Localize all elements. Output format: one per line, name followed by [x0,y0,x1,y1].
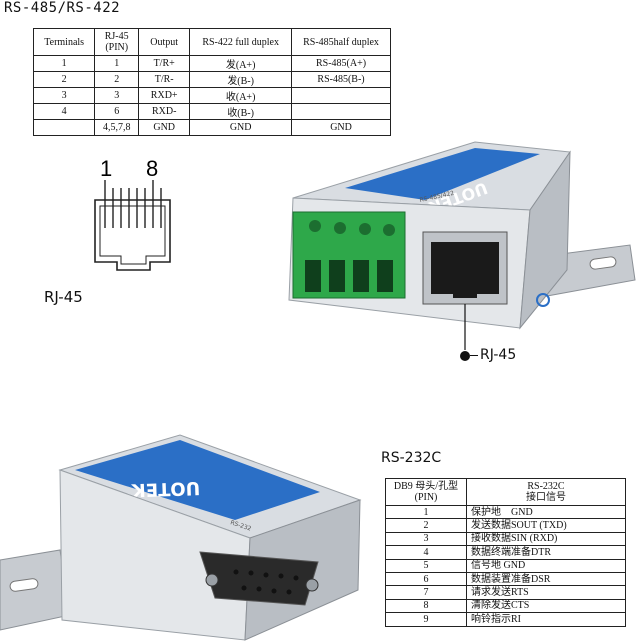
table-cell: 4,5,7,8 [94,119,140,136]
jack-outline [94,199,171,271]
table-cell: T/R- [138,71,191,88]
pin-number-cell: 9 [385,612,467,627]
db9-screw-left [205,573,219,587]
header-rs422: RS-422 full duplex [189,28,293,56]
db9-pins [233,569,299,595]
header-rj45-pin: RJ-45 (PIN) [94,28,140,56]
flange-slot [589,256,617,270]
pin-number-cell: 2 [385,518,467,533]
rj45-connector-diagram: 1 8 [94,158,171,271]
table-cell: 发(B-) [189,71,293,88]
header-terminals: Terminals [32,28,96,56]
table-cell: GND [291,119,391,136]
pin-last-label: 8 [146,158,158,181]
terminal-slots [305,260,393,292]
rs232-converter-device: UOTEK RS-232 [0,434,362,641]
rs485-converter-device: UOTEK RS-485/422 [288,141,636,350]
header-db9-pin: DB9 母头/孔型 (PIN) [385,478,467,506]
pin-number-cell: 1 [385,504,467,520]
table-cell: GND [189,119,293,136]
signal-cell: 数据终端准备DTR [466,545,626,560]
flange-slot [9,578,39,592]
table-cell [291,87,391,104]
pin-number-cell: 7 [385,585,467,600]
header-rs232-signal: RS-232C 接口信号 [466,478,626,506]
mounting-flange-left [0,549,71,631]
pin-number-cell: 4 [385,545,467,560]
pin-first-label: 1 [100,158,112,181]
signal-cell: 数据装置准备DSR [466,571,626,587]
table-cell: RS-485(A+) [291,55,391,72]
rj45-port-opening[interactable] [431,242,499,294]
signal-cell: 请求发送RTS [466,585,626,600]
table-cell: 收(B-) [189,103,293,120]
header-rs485: RS-485half duplex [291,28,391,56]
rj45-pointer-tick [470,355,478,356]
signal-cell: 响铃指示RI [466,612,626,627]
signal-cell: 接收数据SIN (RXD) [466,531,626,547]
pin-number-cell: 5 [385,558,467,573]
mounting-hole [536,293,550,307]
table-cell: 6 [94,103,140,120]
table-cell: GND [138,119,191,136]
table-header-row: Terminals RJ-45 (PIN) Output RS-422 full… [32,28,391,56]
signal-cell: 清除发送CTS [466,598,626,614]
table-cell: RS-485(B-) [291,71,391,88]
table-cell: 2 [32,71,96,88]
db9-screw-right [305,578,319,592]
device-side-face [519,150,571,330]
rs485-pin-table: Terminals RJ-45 (PIN) Output RS-422 full… [32,28,391,136]
rj45-pointer-dot [460,351,470,361]
blue-label-panel [75,440,320,520]
table-header-row: DB9 母头/孔型 (PIN) RS-232C 接口信号 [385,478,626,506]
signal-cell: 发送数据SOUT (TXD) [466,518,626,533]
table-cell: 4 [32,103,96,120]
table-cell: 发(A+) [189,55,293,72]
table-cell: 收(A+) [189,87,293,104]
table-cell: 3 [32,87,96,104]
table-cell: RXD+ [138,87,191,104]
rj45-port-latch [453,288,477,298]
blue-label-panel [345,148,540,200]
signal-cell: 信号地 GND [466,558,626,573]
table-cell [32,119,96,136]
rj45-caption: RJ-45 [44,288,83,306]
table-cell: T/R+ [138,55,191,72]
header-output: Output [138,28,191,56]
terminal-screws [309,220,395,236]
table-cell: 1 [94,55,140,72]
table-cell [291,103,391,120]
pin-number-cell: 6 [385,571,467,587]
rs485-title: RS-485/RS-422 [4,0,121,16]
table-cell: 1 [32,55,96,72]
pin-lines [104,180,162,228]
pin-number-cell: 3 [385,531,467,547]
rs232-title: RS-232C [381,450,442,466]
signal-cell: 保护地 GND [466,504,626,520]
table-cell: 2 [94,71,140,88]
pin-number-cell: 8 [385,598,467,614]
rj45-port-caption: RJ-45 [480,347,517,363]
table-cell: 3 [94,87,140,104]
brand-logo: UOTEK [130,477,200,500]
jack-inner-outline [99,205,166,265]
table-cell: RXD- [138,103,191,120]
